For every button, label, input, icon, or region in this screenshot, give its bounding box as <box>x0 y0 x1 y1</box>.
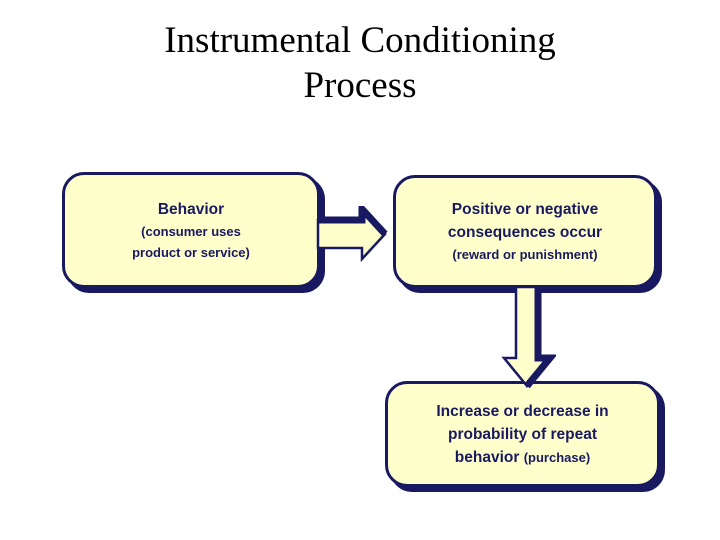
arrow-down-icon <box>501 285 556 389</box>
flow-node-consequences[interactable]: Positive or negative consequences occur … <box>393 175 657 288</box>
node-outcome-line-1: Increase or decrease in <box>436 402 609 420</box>
flow-node-outcome[interactable]: Increase or decrease in probability of r… <box>385 381 660 487</box>
flow-node-behavior[interactable]: Behavior (consumer uses product or servi… <box>62 172 320 288</box>
node-outcome-line-3-text: behavior <box>454 448 524 466</box>
node-consequences-line-1: Positive or negative <box>451 201 599 218</box>
node-behavior-line-3: product or service) <box>132 244 250 260</box>
node-outcome-line-2: probability of repeat <box>448 425 597 443</box>
node-consequences-line-2: consequences occur <box>447 224 603 241</box>
node-consequences-line-3: (reward or punishment) <box>452 247 598 262</box>
node-behavior-line-1: Behavior <box>157 200 225 218</box>
arrow-right-icon <box>316 206 388 262</box>
node-behavior-line-2: (consumer uses <box>141 223 241 239</box>
node-outcome-line-3: behavior (purchase) <box>455 446 590 469</box>
node-outcome-line-3-note: (purchase) <box>523 449 591 465</box>
page-title: Instrumental Conditioning Process <box>164 20 556 106</box>
